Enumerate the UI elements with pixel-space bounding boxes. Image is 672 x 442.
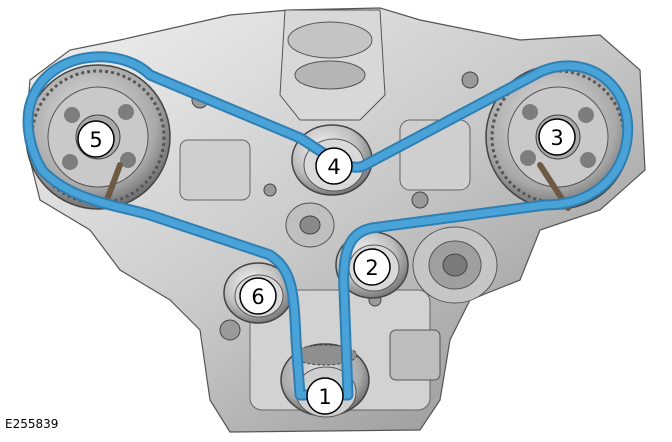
callout-6: 6 [239, 277, 277, 315]
timing-belt [22, 51, 634, 401]
callout-5-label: 5 [89, 128, 102, 152]
callout-5: 5 [77, 120, 115, 158]
callout-2-label: 2 [365, 256, 378, 280]
callout-3-label: 3 [550, 126, 563, 150]
callout-4-label: 4 [327, 155, 340, 179]
callout-2: 2 [353, 248, 391, 286]
callout-1: 1 [306, 377, 344, 415]
callout-1-label: 1 [318, 385, 331, 409]
callout-4: 4 [315, 147, 353, 185]
callout-6-label: 6 [251, 285, 264, 309]
callout-3: 3 [538, 118, 576, 156]
figure-id-label: E255839 [5, 417, 59, 431]
